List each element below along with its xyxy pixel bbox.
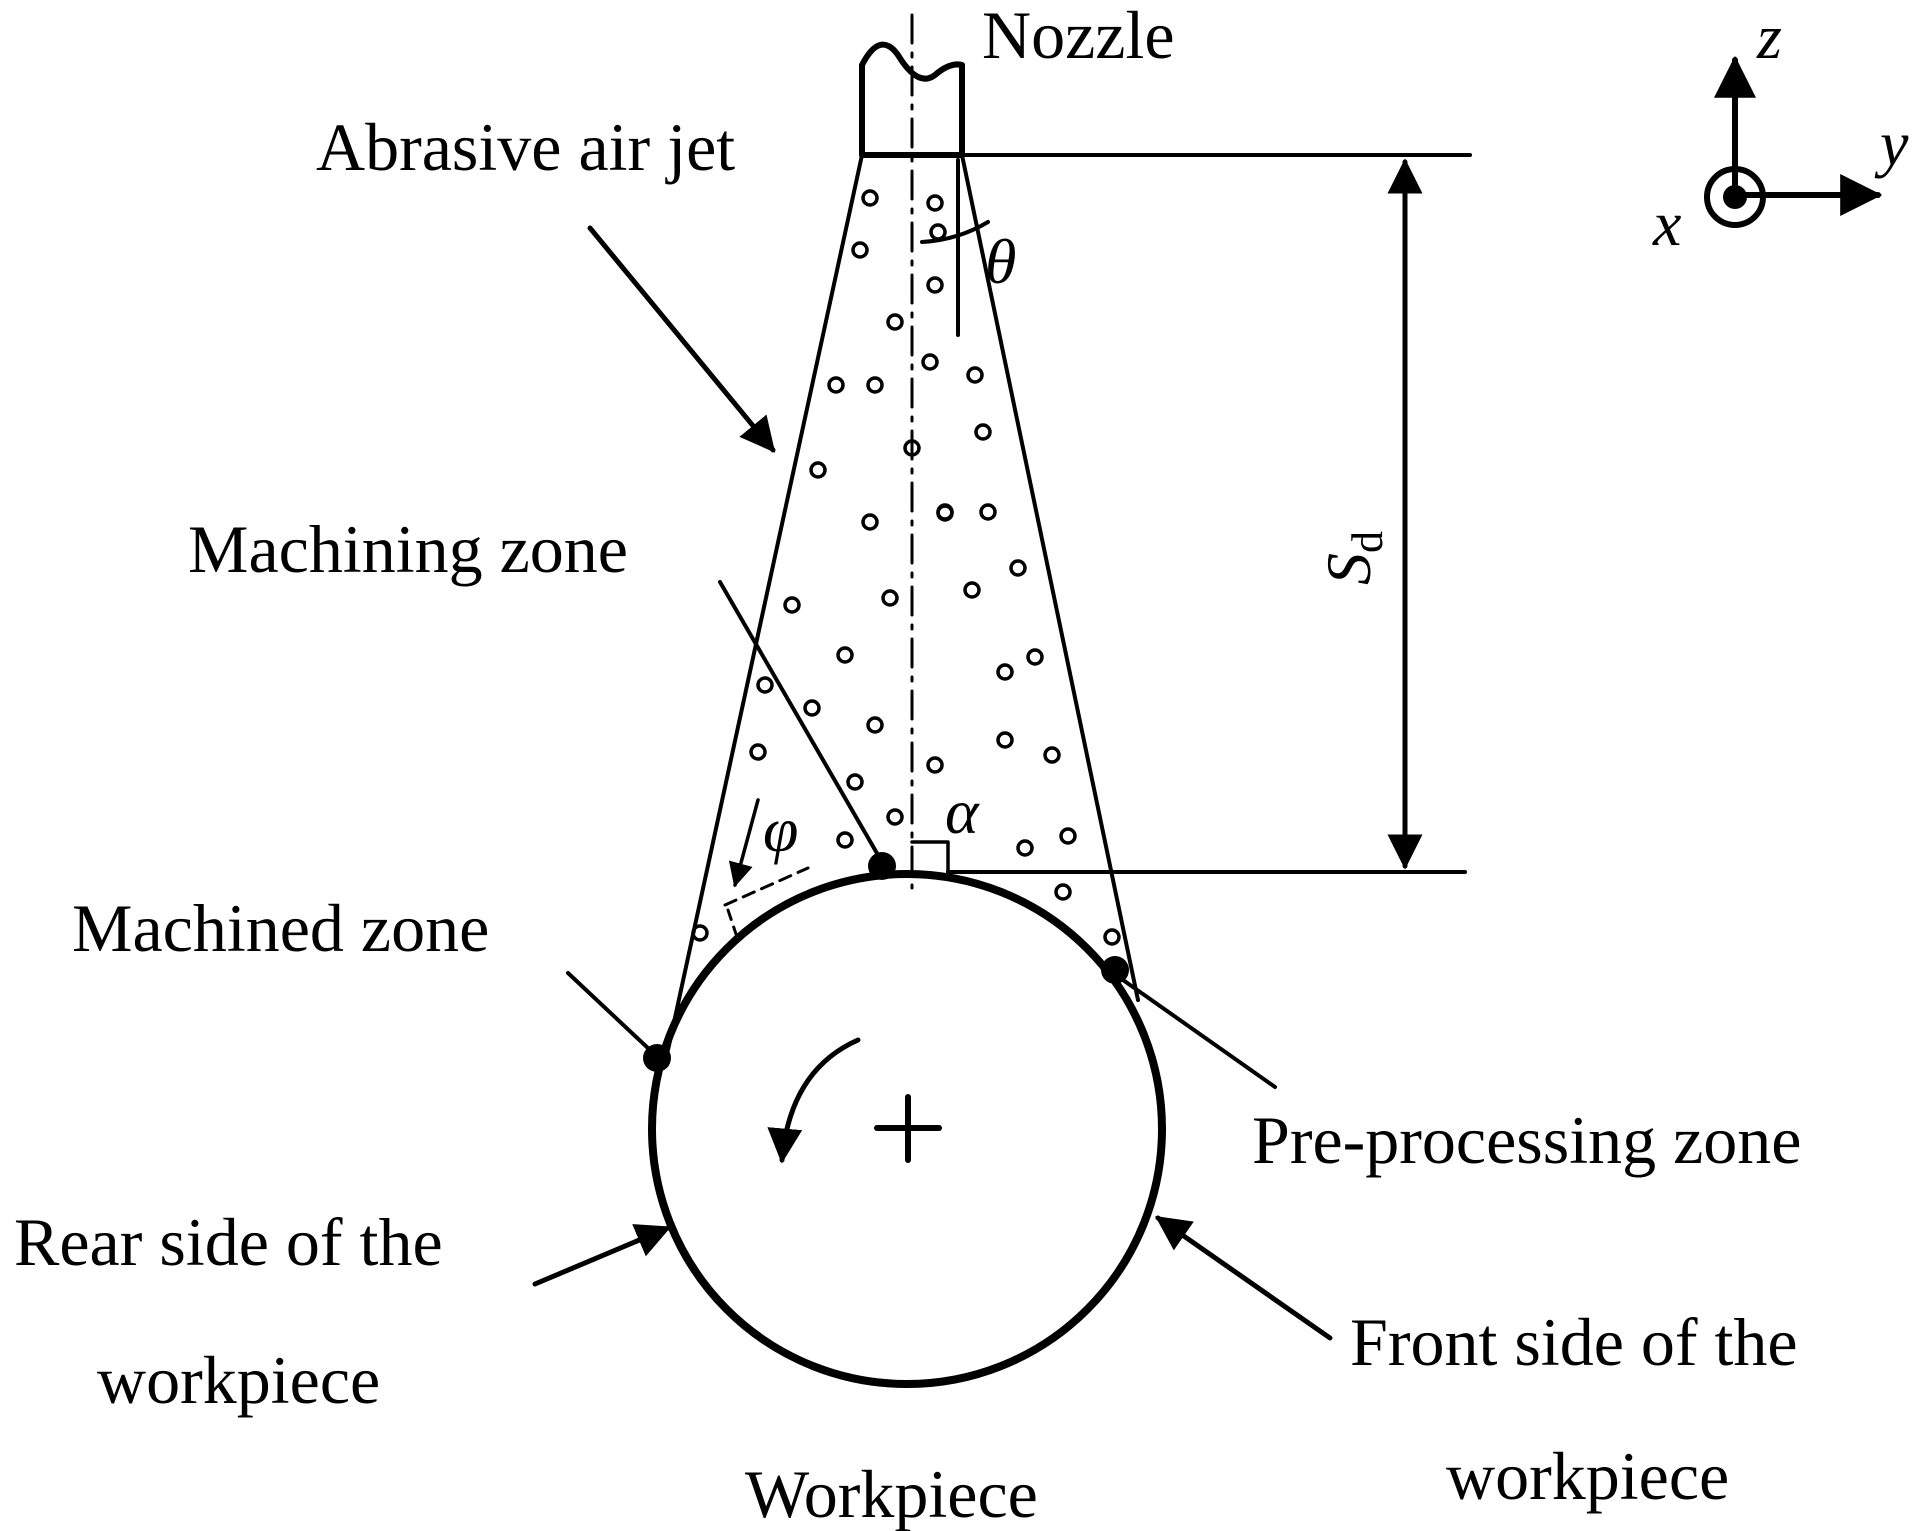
- workpiece-circle: [648, 870, 1166, 1388]
- particle: [936, 503, 954, 521]
- particle: [861, 189, 879, 207]
- nozzle: [859, 41, 965, 158]
- front-side-label-line2: workpiece: [1446, 1438, 1729, 1514]
- particle: [1043, 746, 1061, 764]
- particle: [974, 423, 992, 441]
- particle: [886, 313, 904, 331]
- workpiece-label: Workpiece: [745, 1456, 1038, 1531]
- coordinate-axes: [1704, 55, 1883, 228]
- front-side-leader: [1155, 1215, 1333, 1341]
- particle: [926, 756, 944, 774]
- particle: [926, 276, 944, 294]
- particle: [996, 731, 1014, 749]
- front-side-label-line1: Front side of the: [1350, 1304, 1798, 1380]
- machining-zone-dot: [868, 852, 896, 880]
- particle: [851, 241, 869, 259]
- phi-symbol: φ: [763, 794, 798, 865]
- jet-cone: [666, 153, 1140, 1052]
- particle: [1059, 827, 1077, 845]
- standoff-sub: d: [1343, 531, 1392, 553]
- particle: [756, 676, 774, 694]
- right-angle-marker: [910, 840, 950, 874]
- particle: [803, 699, 821, 717]
- phi-angle: [723, 798, 810, 942]
- particle: [886, 808, 904, 826]
- rotation-arrow: [767, 1037, 861, 1164]
- particle: [1016, 839, 1034, 857]
- particle: [881, 589, 899, 607]
- abrasive-jet-leader: [587, 225, 776, 453]
- machining-zone-label: Machining zone: [188, 511, 628, 587]
- axis-z-label: z: [1756, 1, 1782, 72]
- nozzle-label: Nozzle: [982, 0, 1175, 73]
- particle: [996, 663, 1014, 681]
- machined-zone-label: Machined zone: [72, 890, 489, 966]
- particle: [903, 439, 921, 457]
- particle: [1009, 559, 1027, 577]
- theta-symbol: θ: [985, 226, 1016, 297]
- particle: [979, 503, 997, 521]
- workpiece-center-mark: [874, 1094, 942, 1163]
- axis-x-label: x: [1652, 188, 1681, 259]
- particle: [1026, 648, 1044, 666]
- particle: [836, 831, 854, 849]
- pre-processing-zone-dot: [1101, 956, 1129, 984]
- particle: [827, 376, 845, 394]
- standoff-main: S: [1313, 553, 1384, 585]
- particle: [866, 376, 884, 394]
- alpha-symbol: α: [945, 776, 980, 847]
- axis-y-label: y: [1874, 108, 1909, 179]
- particle: [921, 353, 939, 371]
- particle: [861, 513, 879, 531]
- theta-angle: [920, 158, 990, 337]
- particle: [1054, 883, 1072, 901]
- particle: [691, 924, 709, 942]
- particle: [749, 743, 767, 761]
- particle: [846, 773, 864, 791]
- rear-side-leader: [532, 1224, 672, 1287]
- particle: [836, 646, 854, 664]
- particle: [1103, 928, 1121, 946]
- rear-side-label-line1: Rear side of the: [14, 1204, 443, 1280]
- svg-text:Sd: Sd: [1313, 531, 1392, 585]
- rear-side-label-line2: workpiece: [97, 1342, 380, 1418]
- particle: [866, 716, 884, 734]
- particle: [926, 194, 944, 212]
- abrasive-particles: [691, 189, 1121, 946]
- particle: [783, 596, 801, 614]
- standoff-dimension: [946, 153, 1472, 874]
- particle: [966, 366, 984, 384]
- particle: [963, 581, 981, 599]
- pre-processing-zone-leader: [1121, 978, 1277, 1089]
- machining-zone-leader: [718, 580, 880, 857]
- pre-processing-zone-label: Pre-processing zone: [1252, 1102, 1801, 1178]
- particle: [929, 223, 947, 241]
- abrasive-air-jet-label: Abrasive air jet: [316, 109, 735, 185]
- machined-zone-leader: [566, 971, 652, 1052]
- particle: [809, 461, 827, 479]
- standoff-symbol: Sd: [1313, 531, 1392, 585]
